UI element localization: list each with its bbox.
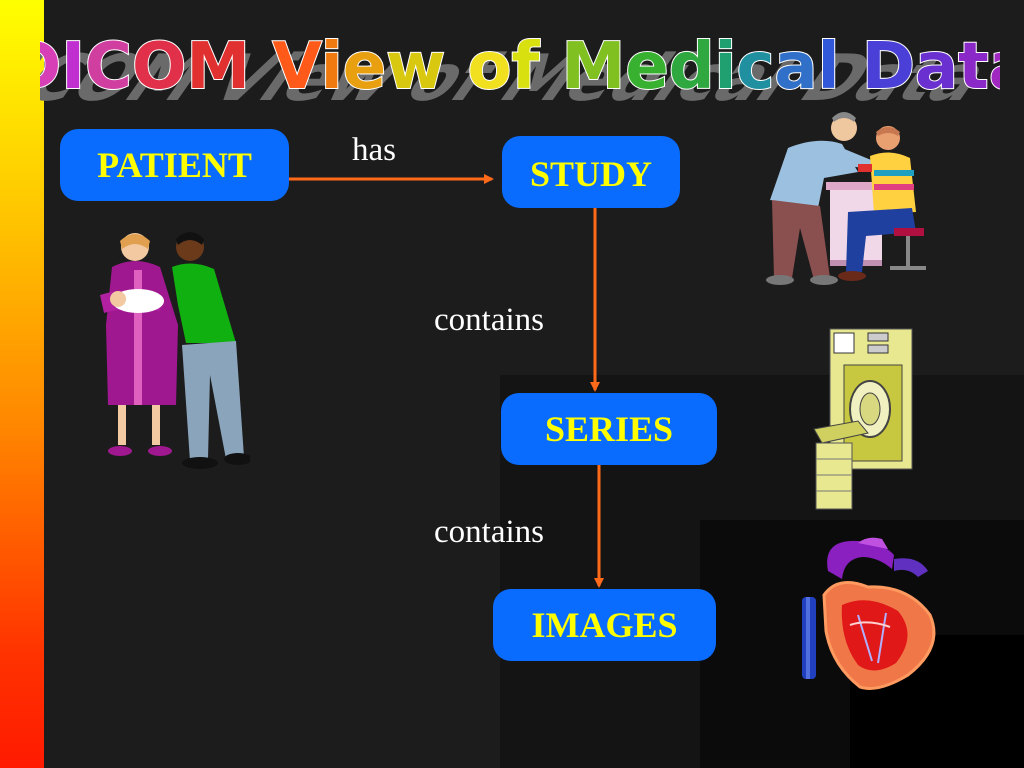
title-text: DICOM View of Medical Data — [40, 30, 1000, 104]
title-letter — [250, 30, 272, 104]
heart-clipart-icon — [798, 535, 944, 693]
title-letter: w — [386, 30, 445, 104]
title-letter: i — [715, 30, 737, 104]
images-label: IMAGES — [531, 605, 678, 645]
series-label: SERIES — [544, 409, 674, 449]
title-letter: M — [186, 30, 250, 104]
series-box: SERIES — [501, 393, 717, 465]
title-letter: f — [512, 30, 541, 104]
title-letter: a — [989, 30, 1000, 104]
title-shadow: DICOM View of Medical Data — [40, 41, 1000, 114]
title-letter: t — [958, 30, 989, 104]
title-letter: e — [625, 30, 668, 104]
title-letter: i — [321, 30, 343, 104]
title-letter: V — [272, 30, 322, 104]
contains-label-1: contains — [434, 302, 544, 338]
contains-label-2: contains — [434, 514, 544, 550]
title-letter — [840, 30, 862, 104]
title-letter: e — [343, 30, 386, 104]
title-letter: I — [61, 30, 85, 104]
title-letter: M — [562, 30, 626, 104]
has-label: has — [352, 132, 396, 168]
study-label: STUDY — [529, 154, 653, 194]
title-letter: l — [818, 30, 840, 104]
doctor-patient-clipart-icon — [758, 108, 928, 290]
slide-title: DICOM View of Medical Data DICOM View of… — [0, 14, 1024, 115]
title-letter: a — [774, 30, 817, 104]
patient-label: PATIENT — [97, 145, 252, 185]
images-box: IMAGES — [493, 589, 716, 661]
title-wordart: DICOM View of Medical Data DICOM View of… — [0, 29, 1024, 115]
scanner-clipart-icon — [808, 325, 918, 513]
title-letter: o — [468, 30, 512, 104]
title-letter — [539, 30, 561, 104]
patient-box: PATIENT — [60, 129, 289, 201]
title-letter: D — [862, 30, 915, 104]
title-letter: C — [85, 30, 132, 104]
title-letter: d — [669, 30, 715, 104]
title-letter: c — [736, 30, 774, 104]
title-letter: D — [40, 30, 61, 104]
study-box: STUDY — [502, 136, 680, 208]
family-clipart-icon — [90, 225, 250, 470]
title-letter: O — [132, 30, 186, 104]
title-letter — [445, 30, 467, 104]
gradient-side-bar — [0, 0, 44, 768]
title-letter: a — [915, 30, 958, 104]
